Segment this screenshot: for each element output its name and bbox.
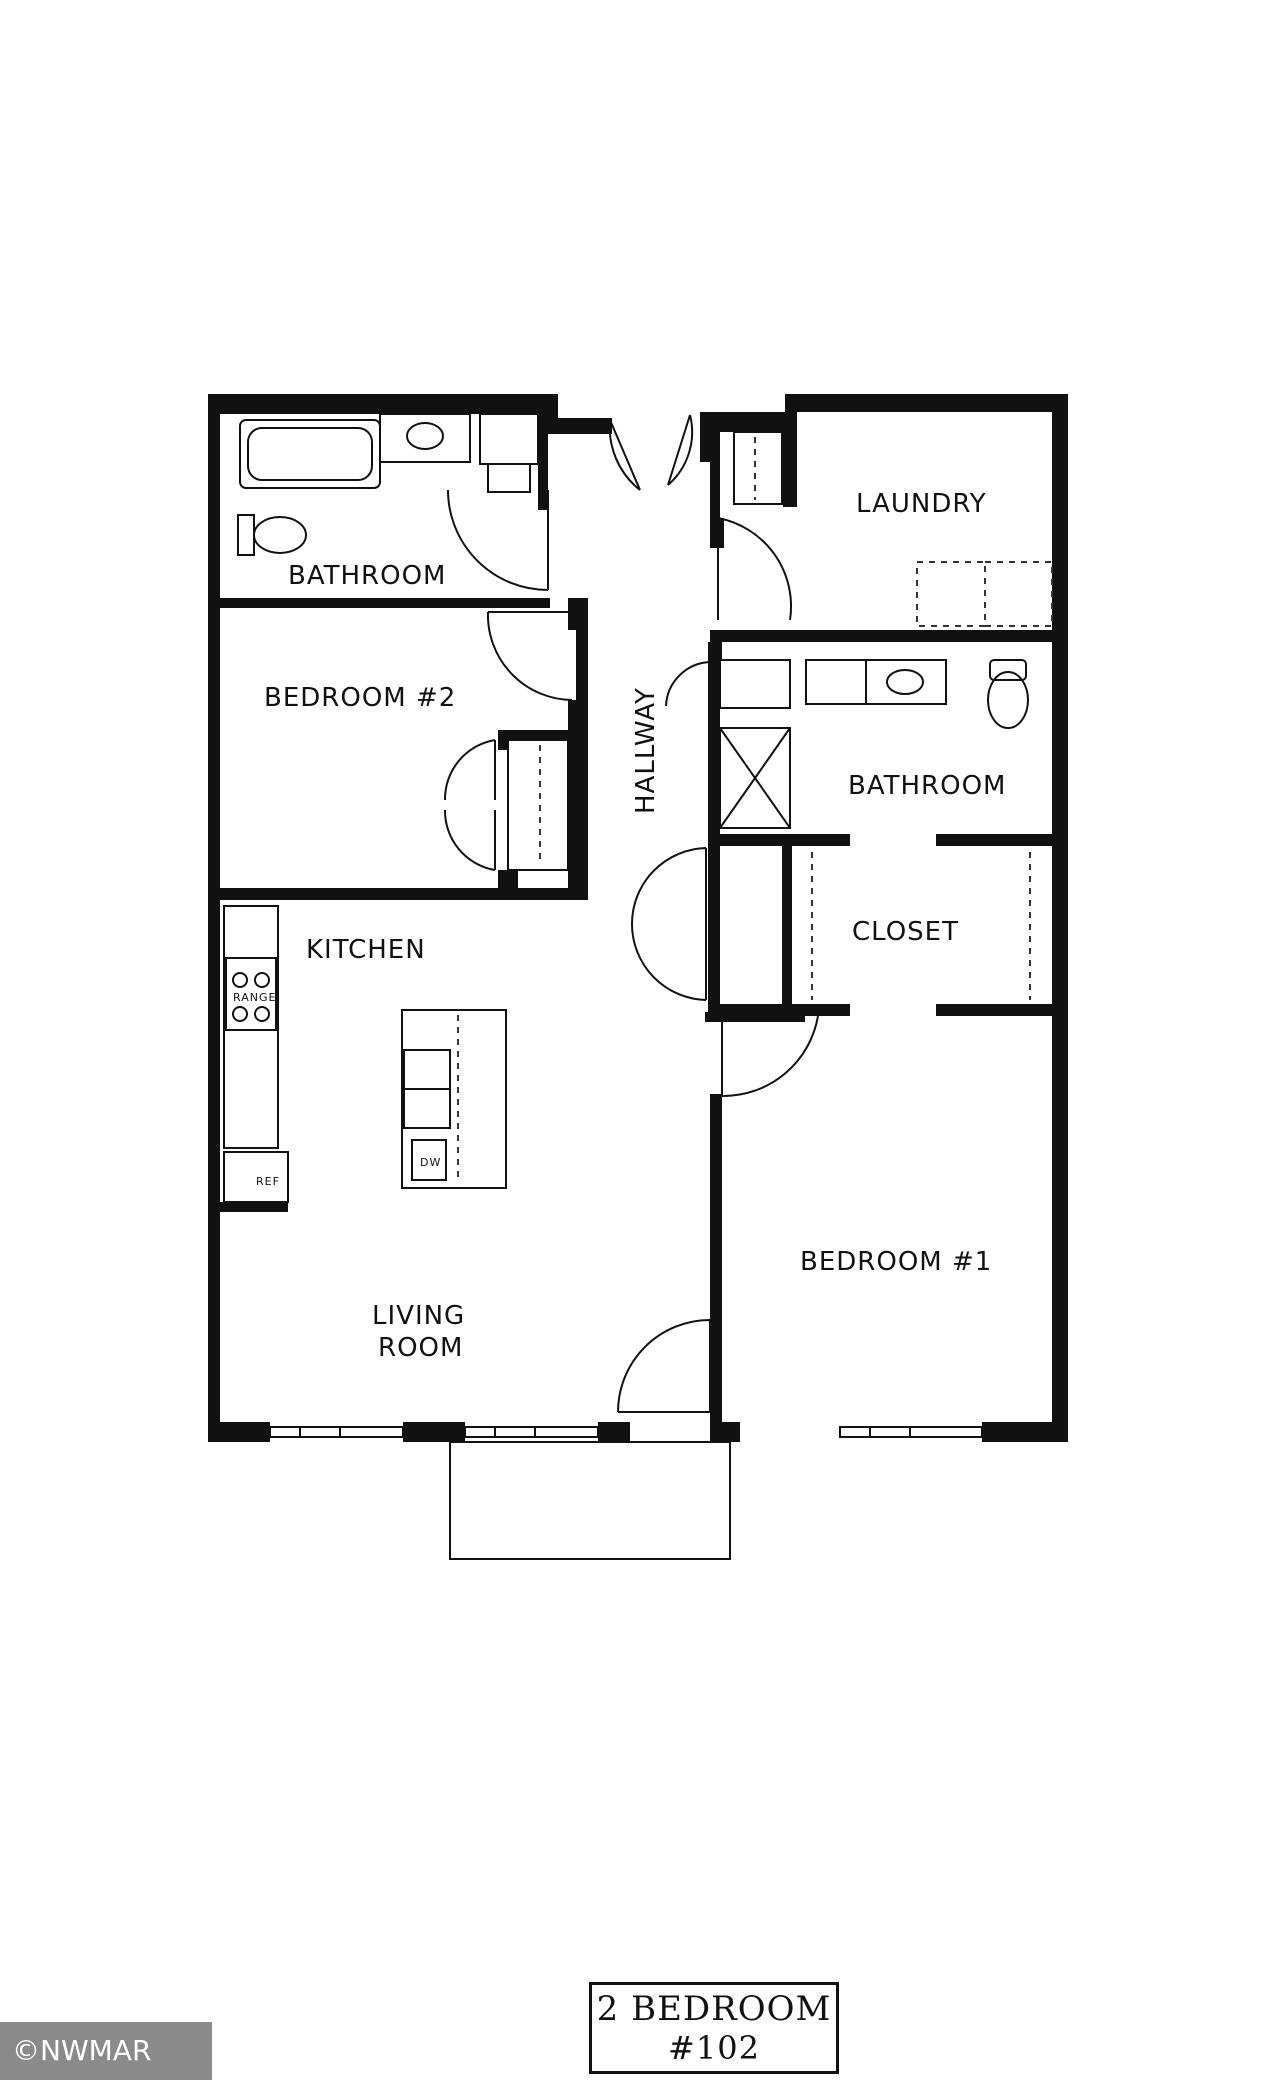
interior-walls — [220, 412, 1068, 1430]
range-label: RANGE — [233, 991, 276, 1004]
room-label-living: LIVING — [372, 1301, 465, 1331]
ref-label: REF — [256, 1175, 280, 1188]
plan-title-line2: #102 — [668, 2029, 760, 2067]
balcony — [449, 1441, 731, 1560]
fixtures — [223, 413, 1053, 1203]
room-label-kitchen: KITCHEN — [306, 935, 426, 965]
room-label-closet: CLOSET — [852, 917, 959, 947]
windows — [269, 1426, 983, 1438]
room-label-bathroom-2: BATHROOM — [288, 561, 446, 591]
bathtub-icon — [239, 419, 381, 489]
plan-title-line1: 2 BEDROOM — [596, 1989, 832, 2029]
doors — [443, 414, 819, 1413]
dryer-icon — [984, 561, 1053, 627]
washer-icon — [916, 561, 986, 627]
room-label-bedroom-2: BEDROOM #2 — [264, 683, 456, 713]
room-label-laundry: LAUNDRY — [856, 489, 987, 519]
toilet-icon — [237, 514, 255, 556]
fixture-labels: RANGE REF DW — [233, 991, 441, 1188]
room-label-bathroom-1: BATHROOM — [848, 771, 1006, 801]
sink-icon — [406, 422, 444, 450]
refrigerator-icon — [223, 1151, 289, 1203]
vanity-icon — [379, 413, 471, 463]
room-label-room: ROOM — [378, 1333, 463, 1363]
kitchen-island — [401, 1009, 507, 1189]
watermark: ©NWMAR — [0, 2022, 212, 2080]
dw-label: DW — [420, 1156, 441, 1169]
range-icon — [225, 957, 277, 1031]
sink-icon — [886, 669, 924, 695]
room-label-bedroom-1: BEDROOM #1 — [800, 1247, 992, 1277]
shower-icon — [719, 727, 791, 829]
toilet-icon — [987, 671, 1029, 729]
dishwasher-icon — [411, 1139, 447, 1181]
plan-title-box: 2 BEDROOM #102 — [589, 1982, 839, 2074]
room-label-hallway: HALLWAY — [631, 687, 661, 814]
room-labels: BATHROOM BEDROOM #2 HALLWAY LAUNDRY BATH… — [264, 489, 1006, 1363]
vanity-icon — [805, 659, 947, 705]
